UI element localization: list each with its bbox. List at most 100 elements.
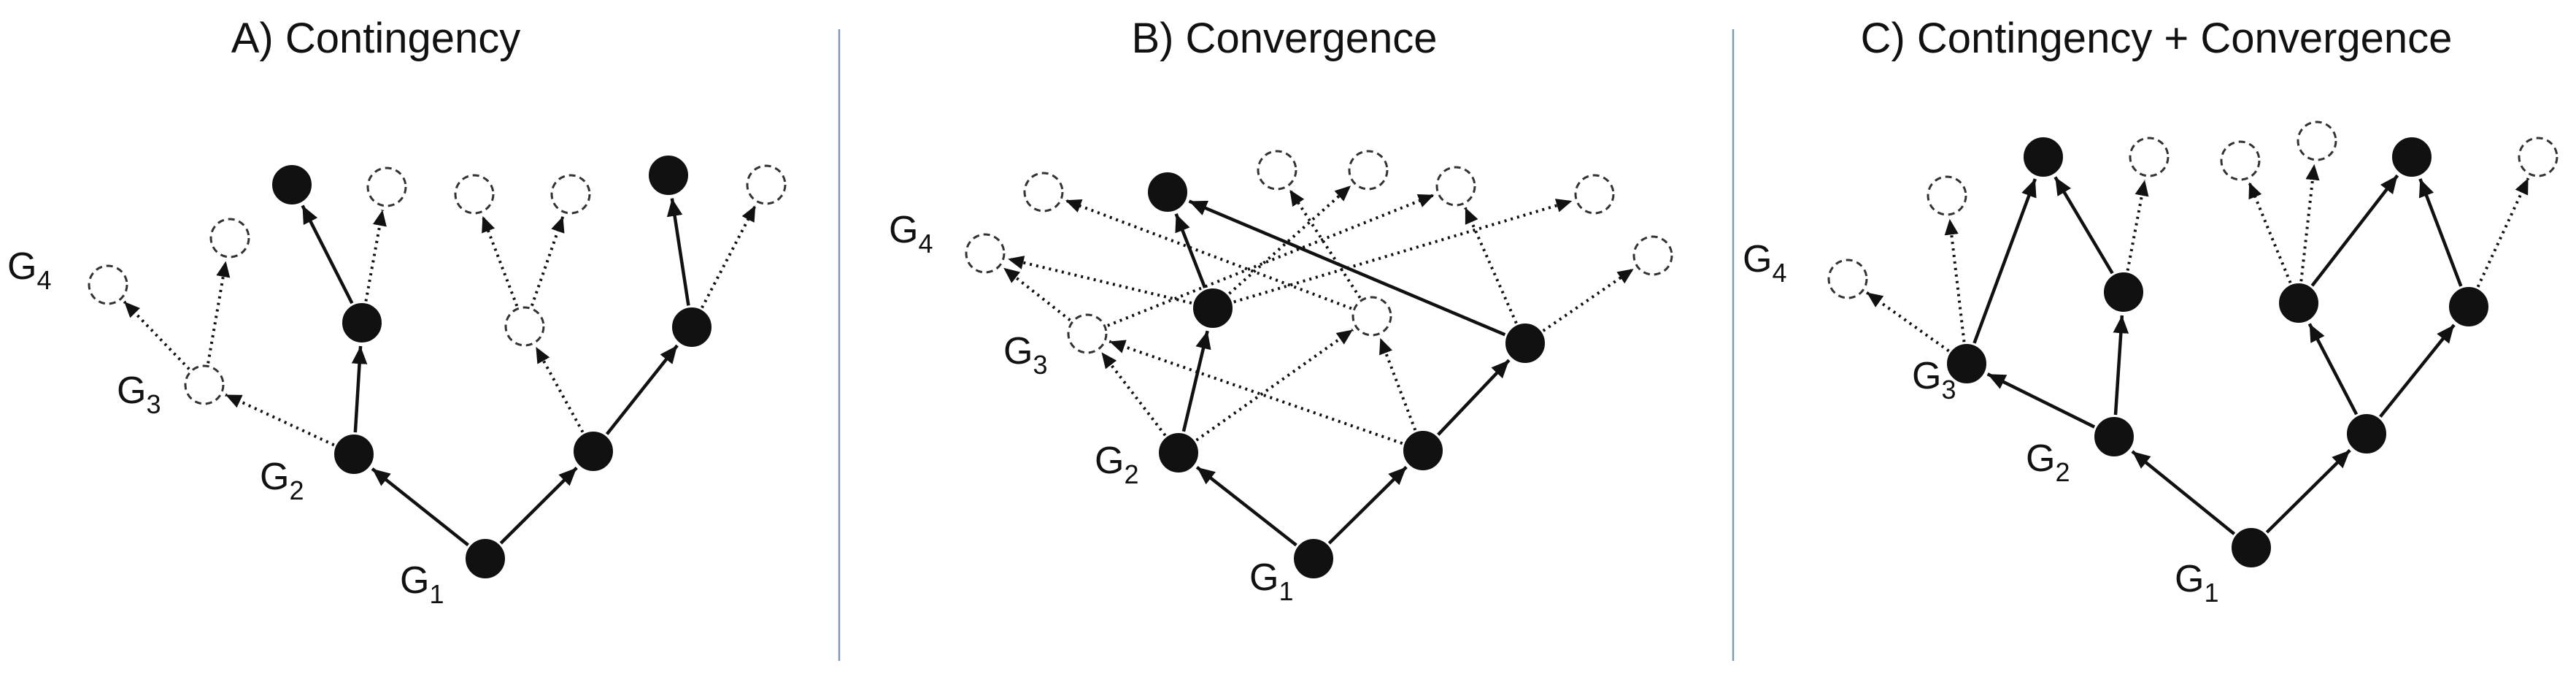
dashed-node-a_g4a xyxy=(88,264,128,305)
dashed-node-a_g4d xyxy=(366,167,407,207)
filled-node-a_g3b xyxy=(342,303,382,342)
dashed-node-c_g4b xyxy=(1927,175,1967,216)
dashed-node-a_g4h xyxy=(746,164,787,205)
dotted-edge-b_g2a-to-b_g3c xyxy=(1195,328,1354,442)
dotted-edge-b_g2a-to-b_g3a xyxy=(1100,351,1167,437)
panel-b-gen4-label: G4 xyxy=(889,209,933,259)
solid-edge-a_g3b-to-a_g4c xyxy=(301,204,354,305)
filled-node-b_g1 xyxy=(1294,539,1333,578)
dashed-node-b_g4d xyxy=(1257,150,1297,191)
dotted-edge-b_g3c-to-b_g4d xyxy=(1288,188,1362,299)
solid-edge-c_g2b-to-c_g3c xyxy=(2307,323,2359,416)
dashed-node-a_g4b xyxy=(209,218,250,259)
dotted-edge-c_g3d-to-c_g4h xyxy=(2476,177,2530,288)
panel-a-gen3-label: G3 xyxy=(117,370,161,419)
solid-edge-b_g1-to-b_g2a xyxy=(1195,465,1297,547)
dashed-node-b_g3c xyxy=(1351,296,1392,337)
dotted-edge-a_g3c-to-a_g4e xyxy=(481,215,519,307)
dashed-node-c_g4e xyxy=(2220,140,2261,181)
solid-edge-b_g2b-to-b_g3d xyxy=(1437,359,1511,436)
panel-b-gen1-label: G1 xyxy=(1249,556,1293,606)
solid-edge-c_g1-to-c_g2b xyxy=(2265,448,2351,534)
dotted-edge-a_g3c-to-a_g4f xyxy=(530,215,565,307)
dashed-node-a_g3c xyxy=(504,306,545,347)
dashed-node-c_g4a xyxy=(1827,259,1868,299)
solid-edge-c_g3a-to-c_g4c xyxy=(1973,178,2037,344)
dotted-edge-c_g3a-to-c_g4a xyxy=(1865,291,1950,353)
solid-edge-a_g2a-to-a_g3b xyxy=(351,345,368,433)
dashed-node-a_g3a xyxy=(184,364,225,405)
filled-node-a_g2a xyxy=(334,435,374,474)
filled-node-a_g4g xyxy=(649,156,688,195)
panel-c-gen4-label: G4 xyxy=(1743,238,1786,288)
filled-node-c_g2a xyxy=(2094,417,2134,456)
nodes-layer xyxy=(88,120,2558,578)
filled-node-c_g4c xyxy=(2024,137,2063,177)
dashed-node-b_g4a xyxy=(965,233,1006,274)
panel-b-gen2-label: G2 xyxy=(1095,440,1138,489)
dotted-edge-b_g3a-to-b_g4a xyxy=(1002,267,1071,322)
solid-edge-a_g2b-to-a_g3d xyxy=(605,344,679,435)
dashed-node-c_g4f xyxy=(2297,120,2337,161)
dotted-edge-a_g2a-to-a_g3a xyxy=(225,393,335,447)
solid-edge-a_g1-to-a_g2a xyxy=(371,467,469,547)
panel-a-title: A) Contingency xyxy=(231,15,521,62)
dotted-edge-c_g3a-to-c_g4b xyxy=(1944,218,1966,342)
dotted-edge-b_g2b-to-b_g3a xyxy=(1108,340,1403,445)
filled-node-a_g2b xyxy=(574,432,613,471)
panel-b-gen3-label: G3 xyxy=(1003,330,1047,380)
solid-edge-a_g3d-to-a_g4g xyxy=(666,198,690,306)
filled-node-b_g3d xyxy=(1505,324,1545,363)
filled-node-c_g3a xyxy=(1947,344,1986,383)
dashed-node-c_g4d xyxy=(2129,137,2170,177)
solid-edge-c_g2b-to-c_g3d xyxy=(2379,324,2456,418)
dashed-node-b_g4h xyxy=(1632,235,1673,276)
filled-node-a_g1 xyxy=(466,539,505,578)
solid-edge-c_g2a-to-c_g3a xyxy=(1986,372,2096,429)
panel-a-gen1-label: G1 xyxy=(400,559,444,609)
dotted-edge-c_g3c-to-c_g4e xyxy=(2248,181,2292,284)
filled-node-c_g4g xyxy=(2392,137,2432,177)
dashed-node-c_g4h xyxy=(2518,137,2558,177)
dotted-edge-b_g3b-to-b_g4a xyxy=(1007,256,1192,305)
filled-node-b_g2b xyxy=(1403,431,1443,470)
solid-edge-c_g2a-to-c_g3b xyxy=(2113,315,2129,416)
filled-node-b_g2a xyxy=(1159,433,1198,472)
filled-node-c_g2b xyxy=(2347,414,2386,454)
dashed-node-a_g4e xyxy=(454,174,495,215)
solid-edge-a_g1-to-a_g2b xyxy=(499,466,578,545)
dashed-node-b_g4f xyxy=(1435,166,1476,207)
solid-edge-b_g2a-to-b_g3b xyxy=(1181,330,1211,432)
panel-c-gen1-label: G1 xyxy=(2175,558,2218,608)
dotted-edge-b_g3b-to-b_g4e xyxy=(1228,184,1352,295)
solid-edge-b_g1-to-b_g2b xyxy=(1327,465,1408,545)
dashed-node-b_g4b xyxy=(1023,172,1064,213)
solid-edge-c_g1-to-c_g2a xyxy=(2131,450,2236,535)
dotted-edge-a_g3a-to-a_g4b xyxy=(207,261,231,364)
panel-c-title: C) Contingency + Convergence xyxy=(1861,15,2453,62)
dotted-edge-c_g3b-to-c_g4d xyxy=(2126,180,2149,271)
dotted-edge-b_g3d-to-b_g4f xyxy=(1464,207,1518,324)
dotted-edge-a_g3b-to-a_g4d xyxy=(364,210,387,302)
panel-a-gen4-label: G4 xyxy=(7,245,51,295)
dotted-edge-a_g3d-to-a_g4h xyxy=(701,204,757,309)
filled-node-c_g3d xyxy=(2449,287,2488,326)
solid-edge-b_g3b-to-b_g4c xyxy=(1174,213,1207,288)
solid-edge-c_g3c-to-c_g4g xyxy=(2310,174,2399,287)
filled-node-c_g3c xyxy=(2279,283,2318,323)
solid-edge-c_g3b-to-c_g4c xyxy=(2054,176,2114,275)
dotted-edge-b_g3d-to-b_g4h xyxy=(1542,267,1635,332)
filled-node-a_g4c xyxy=(272,165,312,204)
panel-b-title: B) Convergence xyxy=(1131,15,1437,62)
dotted-edge-c_g3c-to-c_g4f xyxy=(2299,164,2320,282)
panel-c-gen3-label: G3 xyxy=(1912,355,1956,405)
dotted-edge-a_g3a-to-a_g4a xyxy=(123,300,190,370)
solid-edge-c_g3d-to-c_g4g xyxy=(2418,178,2463,287)
filled-node-c_g1 xyxy=(2232,528,2271,567)
dashed-node-b_g3a xyxy=(1067,313,1108,354)
panel-c-gen2-label: G2 xyxy=(2026,437,2070,487)
filled-node-b_g4c xyxy=(1148,172,1187,212)
filled-node-a_g3d xyxy=(672,307,712,347)
